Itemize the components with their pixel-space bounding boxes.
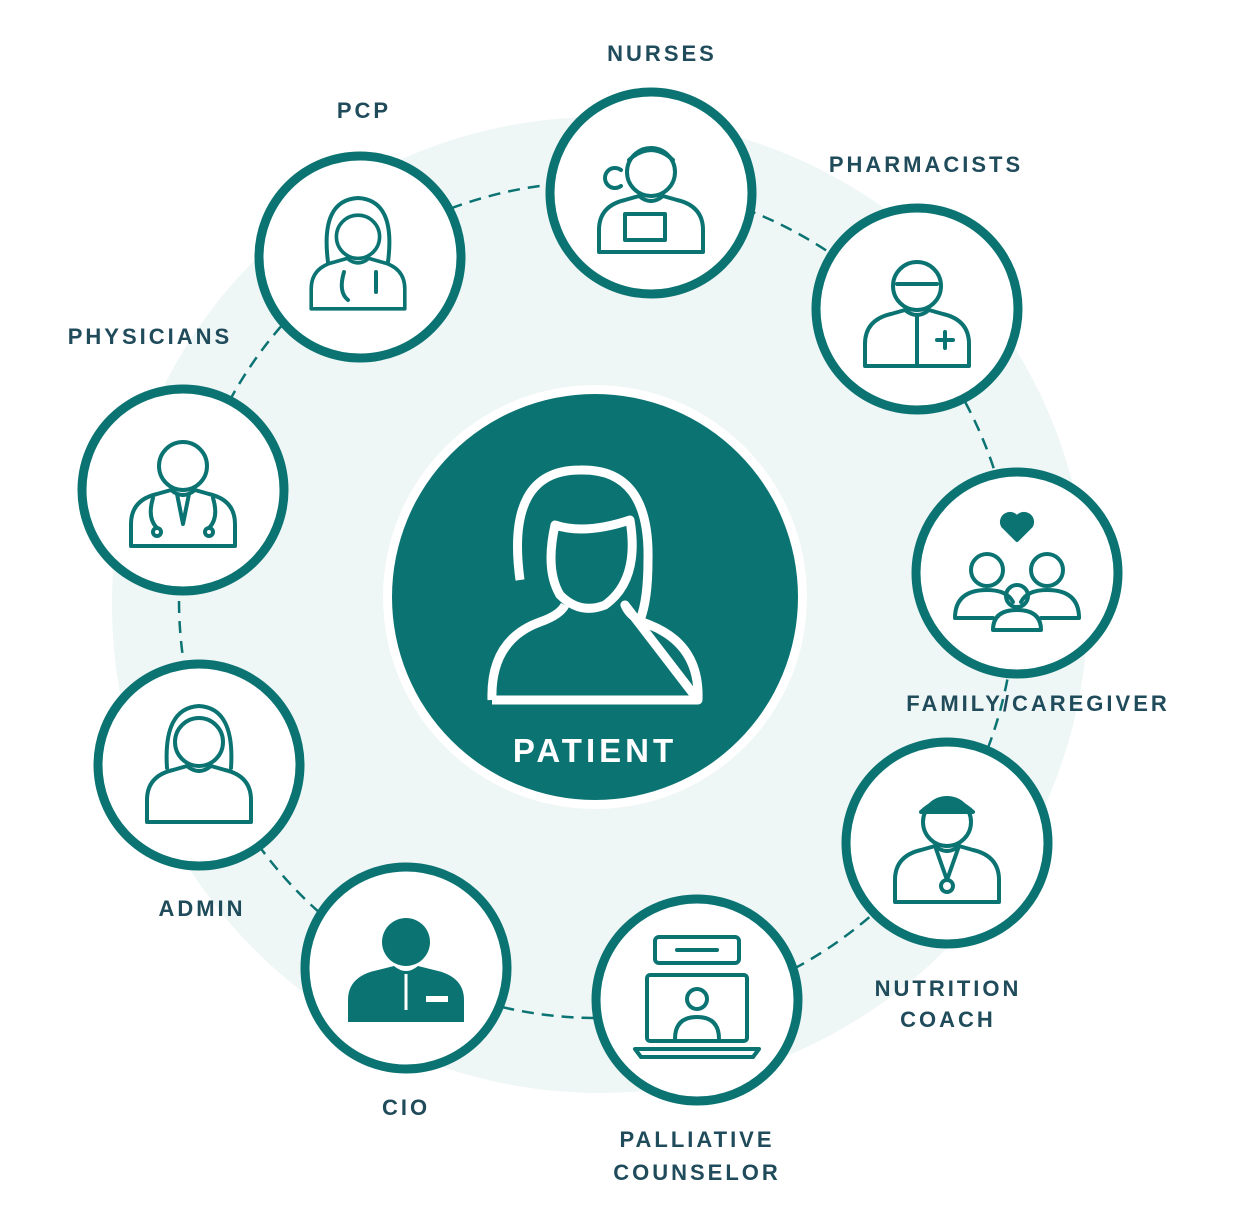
label-admin: ADMIN xyxy=(158,896,245,921)
physician-icon xyxy=(129,440,237,548)
label-pcp: PCP xyxy=(337,98,391,123)
node-physicians: PHYSICIANS xyxy=(68,324,289,596)
admin-woman-icon xyxy=(145,704,253,824)
label-physicians: PHYSICIANS xyxy=(68,324,232,349)
node-nurses: NURSES xyxy=(545,41,757,299)
label-nurses: NURSES xyxy=(607,41,717,66)
video-counselor-icon xyxy=(633,935,761,1059)
pharmacist-icon xyxy=(863,260,971,368)
family-heart-icon xyxy=(953,511,1081,632)
node-admin: ADMIN xyxy=(93,659,305,921)
node-pharmacists: PHARMACISTS xyxy=(811,152,1023,415)
label-pharmacists: PHARMACISTS xyxy=(829,152,1023,177)
patient-label: PATIENT xyxy=(513,732,677,769)
cio-icon xyxy=(348,918,464,1022)
node-cio: CIO xyxy=(300,862,512,1120)
patient-node: PATIENT xyxy=(383,385,807,809)
nurse-icon xyxy=(597,146,705,254)
patient-woman-icon xyxy=(487,465,703,705)
node-pcp: PCP xyxy=(254,98,466,363)
node-family: FAMILY/CAREGIVER xyxy=(906,467,1170,716)
nutrition-coach-icon xyxy=(893,796,1001,904)
label-family-caregiver: FAMILY/CAREGIVER xyxy=(906,691,1170,716)
female-doctor-icon xyxy=(309,196,407,311)
label-cio: CIO xyxy=(382,1095,430,1120)
